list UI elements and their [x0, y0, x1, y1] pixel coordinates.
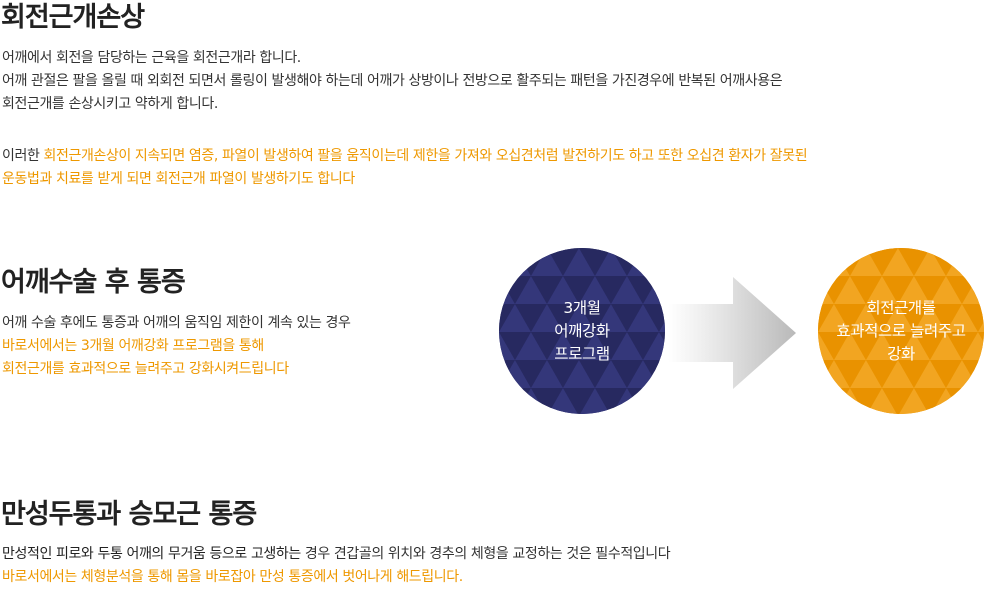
program-circle-line: 프로그램: [554, 344, 610, 363]
description-line: 회전근개를 손상시키고 약하게 합니다.: [2, 96, 218, 112]
warning-highlight-text: 회전근개손상이 지속되면 염증, 파열이 발생하여 팔을 움직이는데 제한을 가…: [43, 148, 808, 164]
section-title-post-surgery: 어깨수술 후 통증: [1, 267, 186, 298]
triangle-pattern: [818, 248, 984, 414]
description-line: 어깨 수술 후에도 통증과 어깨의 움직임 제한이 계속 있는 경우: [2, 315, 351, 331]
description-highlight-line: 회전근개를 효과적으로 늘려주고 강화시켜드립니다: [2, 361, 289, 377]
description-text: 경우 견갑골의 위치와 경추의 체형을 교정하는 것은 필수적입니다: [300, 546, 671, 562]
description-highlight-line: 바로서에서는 체형분석을 통해 몸을 바로잡아 만성 통증에서 벗어나게 해드립…: [2, 569, 463, 585]
rotator-cuff-warning: 이러한 회전근개손상이 지속되면 염증, 파열이 발생하여 팔을 움직이는데 제…: [2, 145, 808, 191]
result-circle-line: 효과적으로 늘려주고: [836, 321, 966, 340]
program-circle-line: 3개월: [563, 298, 601, 317]
chronic-headache-description: 만성적인 피로와 두통 어깨의 무거움 등으로 고생하는 경우 견갑골의 위치와…: [2, 543, 671, 589]
warning-lead-text: 이러한: [2, 148, 44, 164]
result-circle-line: 강화: [887, 344, 915, 363]
program-circle: 3개월 어깨강화 프로그램: [499, 248, 665, 414]
description-line: 어깨 관절은 팔을 올릴 때 외회전 되면서 롤링이 발생해야 하는데 어깨가 …: [2, 73, 783, 89]
result-circle: 회전근개를 효과적으로 늘려주고 강화: [818, 248, 984, 414]
triangle-pattern: [499, 248, 665, 414]
description-highlight-line: 바로서에서는 3개월 어깨강화 프로그램을 통해: [2, 338, 264, 354]
program-circle-line: 어깨강화: [554, 321, 610, 340]
section-title-rotator-cuff: 회전근개손상: [1, 2, 145, 33]
right-arrow-icon: [668, 277, 796, 389]
section-title-chronic-headache: 만성두통과 승모근 통증: [1, 499, 257, 530]
result-circle-line: 회전근개를: [866, 298, 936, 317]
post-surgery-description: 어깨 수술 후에도 통증과 어깨의 움직임 제한이 계속 있는 경우 바로서에서…: [2, 312, 351, 381]
rotator-cuff-description: 어깨에서 회전을 담당하는 근육을 회전근개라 합니다. 어깨 관절은 팔을 올…: [2, 47, 783, 116]
description-line: 어깨에서 회전을 담당하는 근육을 회전근개라 합니다.: [2, 50, 301, 66]
warning-highlight-text: 운동법과 치료를 받게 되면 회전근개 파열이 발생하기도 합니다: [2, 171, 355, 187]
description-emphasis: 만성적인 피로와 두통 어깨의 무거움 등으로 고생하는: [2, 546, 301, 562]
